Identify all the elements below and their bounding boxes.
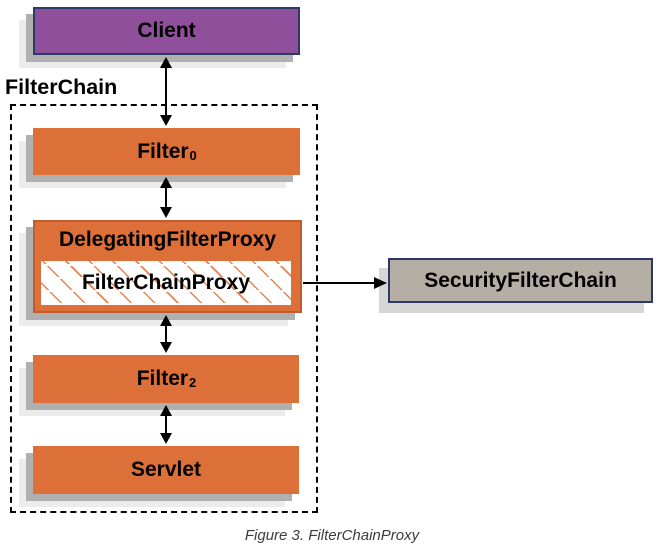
node-filter-chain-proxy: FilterChainProxy [39, 259, 293, 307]
node-client: Client [33, 7, 300, 55]
node-servlet: Servlet [33, 446, 299, 494]
node-client-label: Client [137, 19, 196, 42]
node-delegating-filter-proxy-label: DelegatingFilterProxy [58, 228, 277, 251]
filterchain-dashed-container [10, 104, 318, 513]
node-filter2-label: Filter [136, 367, 189, 390]
node-security-filter-chain: SecurityFilterChain [388, 258, 653, 303]
figure-caption: Figure 3. FilterChainProxy [244, 527, 420, 544]
node-filter-chain-proxy-label: FilterChainProxy [81, 271, 251, 294]
node-filter0-label: Filter [137, 139, 189, 163]
node-delegating-filter-proxy: DelegatingFilterProxy FilterChainProxy [33, 220, 302, 313]
node-security-filter-chain-label: SecurityFilterChain [424, 268, 617, 292]
filterchain-group-label: FilterChain [5, 75, 118, 99]
node-servlet-label: Servlet [130, 458, 202, 481]
